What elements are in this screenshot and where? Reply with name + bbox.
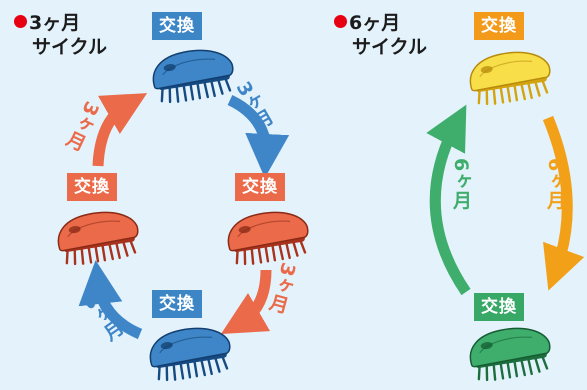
arrow-top-right — [227, 95, 290, 178]
arrow-right-down — [542, 115, 585, 291]
right-cycle-title: 6ヶ月 サイクル — [334, 11, 427, 59]
exchange-badge: 交換 — [152, 290, 202, 318]
bullet-icon — [14, 15, 27, 28]
arrow-left-up — [426, 104, 471, 296]
brush-icon — [466, 322, 554, 383]
arrow-bottom-left — [78, 260, 143, 340]
exchange-badge: 交換 — [67, 173, 117, 201]
interval-label: 6ヶ月 — [450, 158, 472, 210]
exchange-badge: 交換 — [152, 12, 202, 40]
interval-label: 6ヶ月 — [544, 158, 566, 210]
arrow-bottom-right — [220, 269, 272, 335]
arrow-top-left — [92, 93, 148, 167]
brush-icon — [466, 46, 554, 107]
bullet-icon — [334, 15, 347, 28]
exchange-badge: 交換 — [474, 293, 524, 321]
brush-icon — [54, 206, 142, 267]
brush-icon — [149, 44, 237, 105]
exchange-badge: 交換 — [235, 173, 285, 201]
exchange-badge: 交換 — [474, 12, 524, 40]
left-cycle-title: 3ヶ月 サイクル — [14, 11, 107, 59]
brush-icon — [146, 322, 234, 383]
brush-icon — [224, 206, 312, 267]
